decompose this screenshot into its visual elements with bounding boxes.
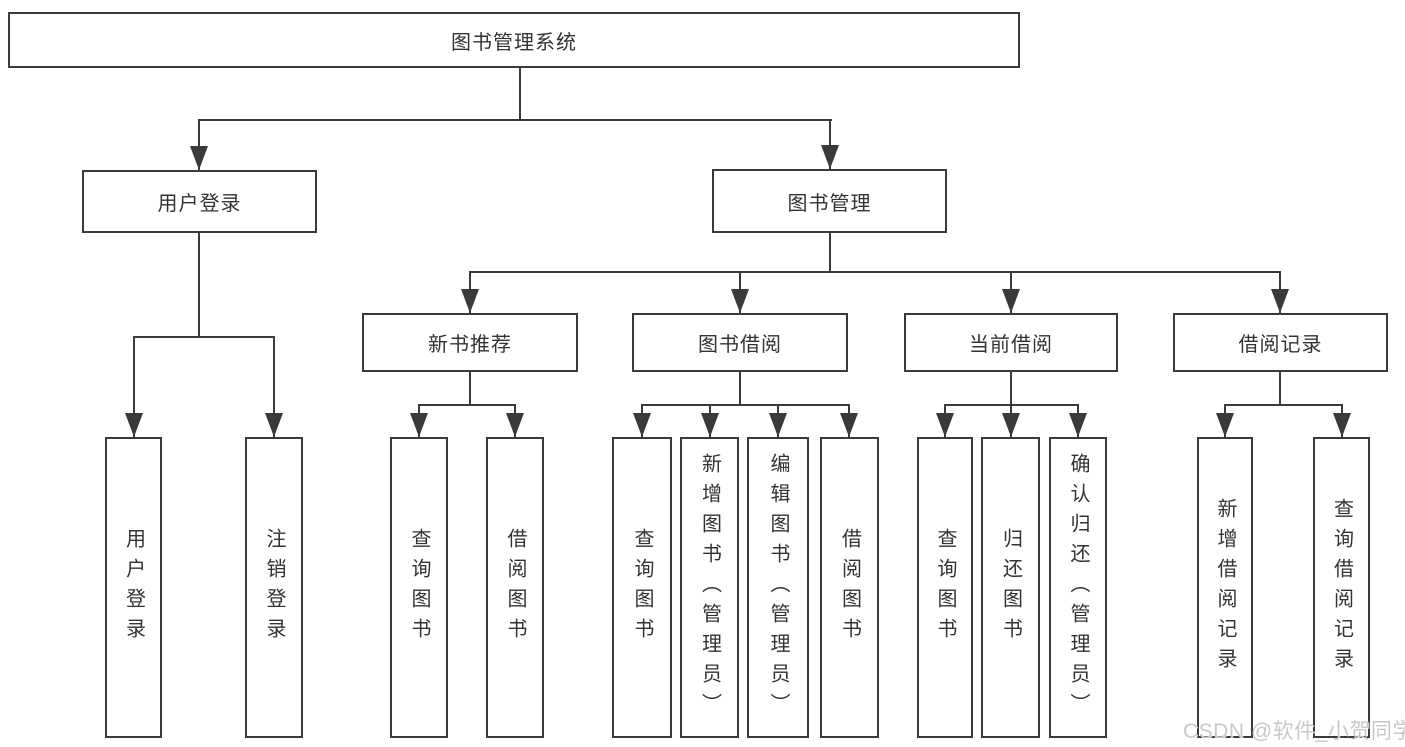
arrowhead-user-login (190, 146, 208, 170)
node-book-borrowing: 图书借阅 (632, 313, 848, 372)
connector-userlogin-rail (133, 336, 275, 338)
leaf-label: 用户登录 (122, 527, 145, 648)
connector-drop-book-management (829, 119, 831, 169)
leaf-borrow-books: 借阅图书 (820, 437, 879, 738)
leaf-edit-books-admin: 编辑图书（管理员） (747, 437, 809, 738)
arrowhead-new-book (461, 289, 479, 313)
node-borrowing-records: 借阅记录 (1173, 313, 1388, 372)
connector-records-rail (1224, 404, 1343, 406)
connector-currentborrow-stem (1010, 372, 1012, 405)
connector-drop-leaf-user-login (133, 336, 135, 437)
leaf-label: 确认归还（管理员） (1067, 452, 1089, 723)
connector-bookmgmt-rail (469, 271, 1281, 273)
leaf-confirm-return-admin: 确认归还（管理员） (1049, 437, 1107, 738)
connector-bookborrow-rail (641, 404, 850, 406)
leaf-label: 注销登录 (263, 527, 285, 648)
arrowhead-query-record (1333, 413, 1351, 437)
arrowhead-borrow-books-1 (506, 413, 524, 437)
arrowhead-edit-books (769, 413, 787, 437)
leaf-user-login: 用户登录 (105, 437, 162, 738)
arrowhead-add-books (701, 413, 719, 437)
leaf-query-borrow-record: 查询借阅记录 (1313, 437, 1370, 738)
arrowhead-confirm-return (1069, 413, 1087, 437)
leaf-label: 新增借阅记录 (1214, 497, 1236, 678)
node-library-management-system: 图书管理系统 (8, 12, 1020, 68)
leaf-label: 查询图书 (934, 527, 956, 648)
leaf-label: 查询图书 (408, 527, 430, 648)
arrowhead-leaf-user-login (125, 413, 143, 437)
leaf-label: 借阅图书 (504, 527, 526, 648)
node-new-book-recommendation: 新书推荐 (362, 313, 578, 372)
leaf-add-books-admin: 新增图书（管理员） (680, 437, 739, 738)
leaf-query-books-current: 查询图书 (917, 437, 973, 738)
connector-root-rail (198, 119, 832, 121)
arrowhead-book-borrow (731, 289, 749, 313)
leaf-add-borrow-record: 新增借阅记录 (1197, 437, 1253, 738)
leaf-borrow-books-recommend: 借阅图书 (486, 437, 544, 738)
connector-newbook-stem (469, 372, 471, 405)
arrowhead-add-record (1216, 413, 1234, 437)
arrowhead-borrow-records (1271, 289, 1289, 313)
arrowhead-query-books-1 (410, 413, 428, 437)
leaf-query-books-borrow: 查询图书 (612, 437, 672, 738)
arrowhead-borrow-books-2 (840, 413, 858, 437)
leaf-label: 借阅图书 (838, 527, 861, 648)
leaf-label: 编辑图书（管理员） (767, 452, 789, 723)
leaf-return-books: 归还图书 (981, 437, 1040, 738)
arrowhead-book-management (821, 145, 839, 169)
leaf-label: 查询图书 (631, 527, 653, 648)
leaf-label: 查询借阅记录 (1330, 497, 1353, 678)
connector-root-stem (519, 68, 521, 120)
arrowhead-return-books (1002, 413, 1020, 437)
connector-bookmgmt-stem (829, 233, 831, 272)
leaf-logout: 注销登录 (245, 437, 303, 738)
connector-drop-leaf-logout (273, 336, 275, 437)
leaf-query-books-recommend: 查询图书 (390, 437, 448, 738)
csdn-watermark: CSDN @软件_小贺同学 (1183, 720, 1405, 743)
arrowhead-current-borrow (1002, 289, 1020, 313)
arrowhead-query-books-2 (633, 413, 651, 437)
arrowhead-leaf-logout (265, 413, 283, 437)
connector-newbook-rail (418, 404, 516, 406)
node-current-borrowing: 当前借阅 (904, 313, 1118, 372)
connector-userlogin-stem (198, 233, 200, 337)
arrowhead-query-books-3 (936, 413, 954, 437)
connector-drop-user-login (198, 119, 200, 170)
node-user-login: 用户登录 (82, 170, 317, 233)
connector-records-stem (1279, 372, 1281, 405)
leaf-label: 新增图书（管理员） (698, 452, 721, 723)
node-book-management: 图书管理 (712, 169, 947, 233)
connector-bookborrow-stem (739, 372, 741, 405)
leaf-label: 归还图书 (999, 527, 1022, 648)
